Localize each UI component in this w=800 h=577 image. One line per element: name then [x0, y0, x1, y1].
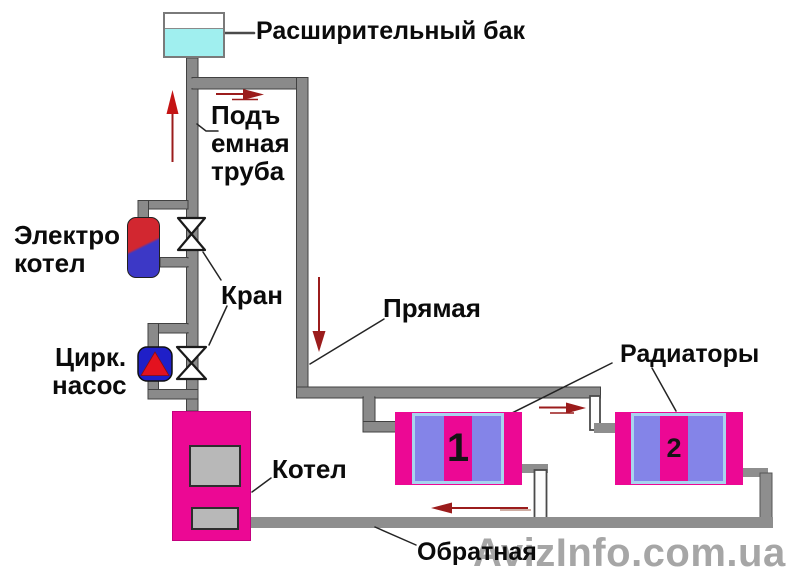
flow-arrows	[166, 89, 586, 514]
radiator2-inlet-stub	[594, 423, 616, 433]
return-line-label: Обратная	[417, 538, 537, 566]
electric-boiler-label-line2: котел	[14, 248, 86, 278]
radiator-2-section	[688, 416, 723, 481]
pump-label-line2: насос	[52, 370, 127, 400]
electric-boiler-bottom-pipe	[159, 256, 189, 268]
boiler-label: Котел	[272, 454, 347, 484]
radiator-1-section	[415, 416, 444, 481]
pipe-junctions	[139, 78, 374, 431]
radiator-1-panel: 1	[412, 413, 504, 484]
pointer-lines	[196, 31, 677, 546]
pump-label-line1: Цирк.	[55, 342, 127, 372]
radiator-1-section: 1	[444, 416, 472, 481]
flow-arrow-right-top	[216, 89, 264, 101]
radiator-1-section	[472, 416, 501, 481]
down-pipe	[295, 76, 309, 399]
boiler-door-upper	[189, 445, 241, 487]
valve-lower-icon	[175, 345, 208, 381]
radiator1-downcomer-pipe	[533, 469, 548, 520]
radiator-2-section	[634, 416, 660, 481]
radiator-2-section: 2	[660, 416, 688, 481]
radiator-2-number: 2	[666, 433, 682, 463]
top-pipe	[191, 76, 309, 90]
radiators-label: Радиаторы	[620, 340, 760, 368]
watermark: AvizInfo.com.ua	[473, 531, 786, 575]
return-pipe	[249, 517, 773, 528]
riser-pipe-label-line1: Подъ	[211, 100, 281, 130]
radiator2-downcomer-pipe	[759, 472, 773, 520]
circulation-pump-icon	[137, 346, 173, 382]
radiator-2-panel: 2	[631, 413, 726, 484]
electric-boiler	[127, 217, 160, 278]
valve-label: Кран	[221, 280, 283, 310]
radiator2-outlet-stub	[741, 468, 768, 477]
riser-pipe-label-line3: труба	[211, 156, 285, 186]
supply-line-label: Прямая	[383, 293, 481, 323]
radiator-1-number: 1	[446, 426, 470, 470]
riser-pipe-label-line2: емная	[211, 128, 290, 158]
flow-arrow-left-return	[431, 502, 531, 514]
pump-bypass-bottom-pipe	[147, 388, 199, 400]
supply-pipe	[295, 386, 602, 399]
flow-arrow-down	[312, 277, 326, 352]
electric-boiler-label-line1: Электро	[14, 220, 120, 250]
boiler	[172, 411, 251, 541]
expansion-tank-label: Расширительный бак	[256, 17, 526, 45]
expansion-tank-water	[165, 28, 223, 56]
flow-arrow-right-mid	[539, 402, 586, 414]
radiator-2: 2	[615, 412, 743, 485]
expansion-tank	[163, 12, 225, 58]
radiator-1: 1	[395, 412, 522, 485]
radiator1-outlet-stub	[520, 464, 548, 473]
valve-upper-icon	[176, 216, 207, 252]
boiler-door-lower	[191, 507, 239, 530]
flow-arrow-up	[166, 90, 179, 162]
